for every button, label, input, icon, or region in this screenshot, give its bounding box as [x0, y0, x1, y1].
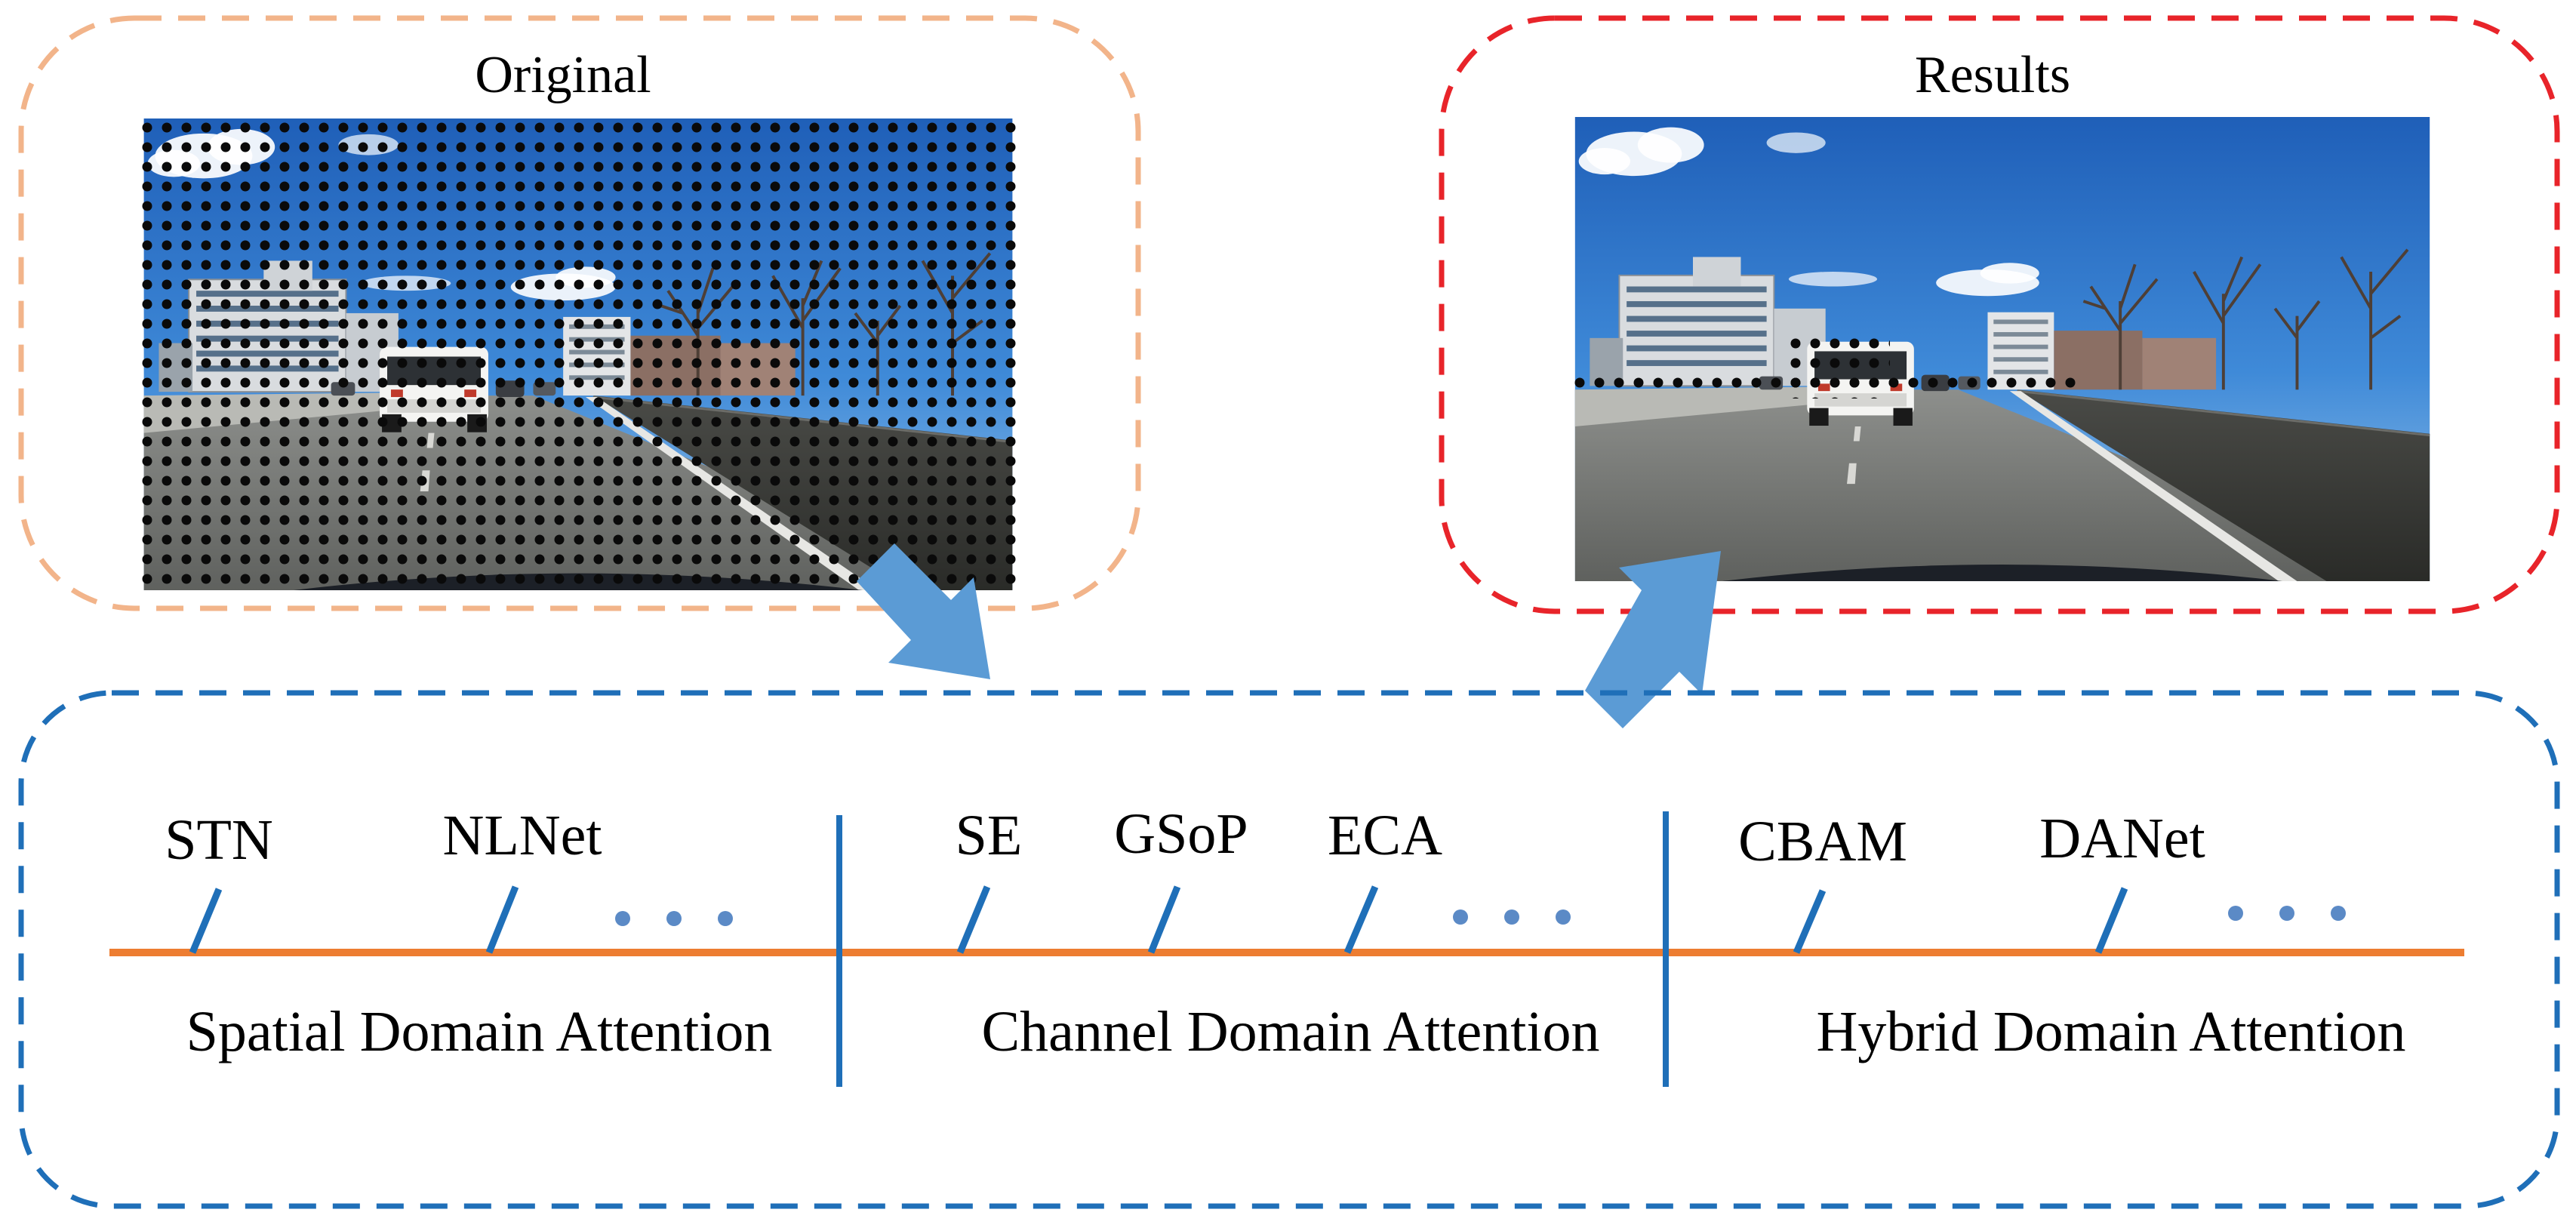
method-label-danet: DANet [2039, 807, 2205, 870]
method-label-gsop: GSoP [1114, 802, 1248, 866]
method-tick-gsop [1147, 885, 1181, 954]
method-label-nlnet: NLNet [442, 804, 602, 867]
method-tick-eca [1343, 885, 1379, 954]
results-panel-border [1439, 15, 2560, 614]
method-tick-stn [189, 888, 223, 954]
group-channel: SE GSoP ECA Channel Domain Attention [956, 802, 1600, 1063]
ellipsis-icon [1453, 909, 1571, 925]
attention-timeline-panel: STN NLNet Spatial Domain Attention SE GS… [18, 690, 2560, 1209]
group-spatial: STN NLNet Spatial Domain Attention [165, 804, 772, 1063]
arrow-down-icon [857, 543, 990, 679]
original-panel: Original [18, 15, 1141, 611]
ellipsis-icon [615, 911, 733, 926]
residual-dots [1571, 338, 2085, 399]
arrow-up-icon [1585, 551, 1721, 728]
group-hybrid: CBAM DANet Hybrid Domain Attention [1738, 807, 2405, 1063]
method-label-stn: STN [165, 808, 273, 872]
method-tick-danet [2094, 887, 2128, 954]
method-label-cbam: CBAM [1738, 810, 1907, 873]
results-panel-title: Results [1915, 46, 2070, 104]
original-panel-border [18, 15, 1141, 611]
method-tick-se [956, 885, 991, 954]
results-panel: Results [1439, 15, 2560, 614]
results-image [1571, 117, 2432, 581]
method-label-eca: ECA [1328, 804, 1442, 867]
group-label-channel: Channel Domain Attention [981, 1000, 1599, 1063]
group-label-hybrid: Hybrid Domain Attention [1816, 1000, 2405, 1063]
original-image [140, 118, 1016, 590]
occlusion-dots-full [140, 118, 1016, 590]
method-tick-nlnet [485, 885, 519, 954]
method-tick-cbam [1793, 889, 1827, 954]
method-label-se: SE [956, 804, 1023, 867]
original-panel-title: Original [475, 46, 651, 104]
ellipsis-icon [2228, 906, 2346, 921]
group-label-spatial: Spatial Domain Attention [186, 1000, 773, 1063]
